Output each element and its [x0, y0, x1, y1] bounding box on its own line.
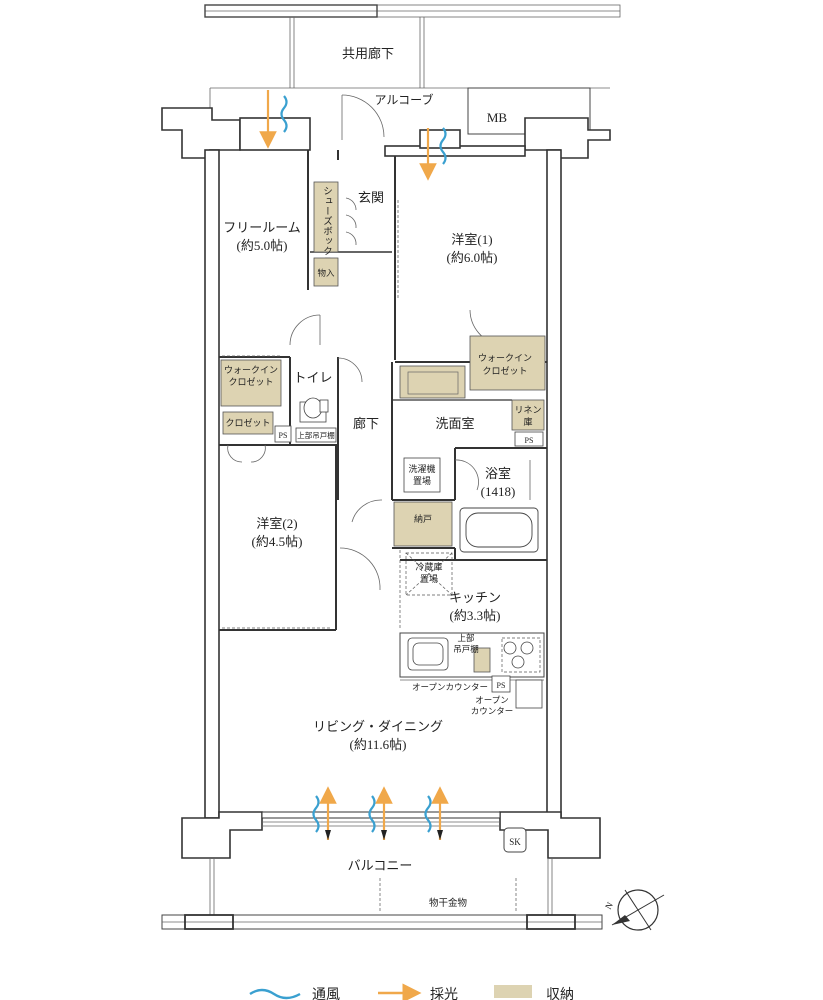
bathtub	[459, 460, 539, 553]
linen-label-1: リネン	[514, 405, 541, 415]
open-counter2-label-2: カウンター	[471, 706, 514, 716]
free-room-label: フリールーム	[223, 220, 301, 235]
shoes-box	[313, 181, 339, 253]
fridge-label-2: 置場	[420, 573, 438, 584]
vent-daylight-top-left	[259, 90, 288, 149]
toilet-fixture	[299, 397, 329, 423]
drying-hardware-label: 物干金物	[429, 897, 468, 909]
western1-label: 洋室(1)	[451, 232, 492, 247]
legend-storage-label: 収納	[546, 987, 574, 1000]
fridge-label-1: 冷蔵庫	[415, 561, 442, 572]
linen-label-2: 庫	[523, 416, 532, 427]
living-size: (約11.6帖)	[350, 737, 407, 752]
wic-left-label-1: ウォークイン	[224, 365, 278, 375]
kitchen-label: キッチン	[449, 590, 501, 605]
shoes-box-label: シューズボックス	[321, 186, 333, 266]
ventilation-legend-icon	[249, 988, 301, 1000]
storage-small	[313, 257, 339, 287]
toilet-label: トイレ	[293, 370, 332, 385]
balcony-label: バルコニー	[348, 858, 413, 873]
upper-cabinet2-label-2: 吊戸棚	[453, 644, 479, 654]
wic-right	[469, 335, 546, 391]
mb-label: MB	[487, 110, 508, 125]
compass-icon	[611, 889, 665, 931]
wic-right-label-2: クロゼット	[482, 365, 527, 376]
open-counter1-label: オープンカウンター	[412, 682, 488, 692]
vent-daylight-top-right	[419, 127, 447, 181]
wave-icon	[280, 95, 288, 133]
balcony	[161, 827, 603, 930]
pantry-label: 納戸	[414, 513, 432, 524]
kitchen-size: (約3.3帖)	[450, 608, 501, 623]
free-room-size: (約5.0帖)	[237, 238, 288, 253]
ps3-label: PS	[497, 681, 506, 690]
legend-ventilation-label: 通風	[312, 987, 340, 1000]
western1-size: (約6.0帖)	[447, 250, 498, 265]
pantry	[393, 501, 453, 547]
alcove-label: アルコーブ	[375, 92, 434, 107]
upper-cabinet2-label-1: 上部	[457, 633, 475, 643]
kitchen-counter	[399, 632, 545, 709]
washer-label-2: 置場	[413, 475, 431, 486]
living-label: リビング・ダイニング	[313, 719, 443, 734]
doors	[227, 94, 501, 591]
legend: 通風 採光 収納	[249, 983, 574, 1000]
storage-legend-swatch	[494, 985, 532, 998]
ps2-label: PS	[525, 436, 534, 445]
washroom-label: 洗面室	[435, 416, 474, 431]
western2-label: 洋室(2)	[256, 516, 297, 531]
fridge-area	[405, 552, 453, 596]
bath-label: 浴室	[485, 466, 511, 481]
closet-left-label: クロゼット	[225, 417, 270, 428]
hallway-label: 廊下	[353, 416, 379, 431]
open-counter2-label-1: オープン	[475, 695, 509, 705]
bath-size: (1418)	[481, 484, 516, 499]
linen-storage	[511, 399, 545, 431]
wic-left-label-2: クロゼット	[228, 376, 273, 387]
entrance-label: 玄関	[358, 190, 384, 205]
common-corridor-railing	[204, 4, 621, 88]
upper-cabinet1-label: 上部吊戸棚	[297, 430, 335, 440]
ps1-label: PS	[279, 431, 288, 440]
washer-area	[403, 457, 441, 493]
wic-right-label-1: ウォークイン	[478, 353, 532, 363]
common-corridor-label: 共用廊下	[342, 46, 394, 61]
washer-label-1: 洗濯機	[408, 463, 435, 474]
closet-left	[222, 411, 274, 435]
vent-daylight-bottom	[312, 786, 449, 840]
wic-left	[220, 359, 282, 407]
legend-daylight-label: 採光	[430, 987, 458, 1000]
compass-n-label: N	[603, 900, 615, 911]
western2-size: (約4.5帖)	[252, 534, 303, 549]
sk-label: SK	[509, 837, 521, 847]
storage-small-label: 物入	[317, 268, 335, 278]
